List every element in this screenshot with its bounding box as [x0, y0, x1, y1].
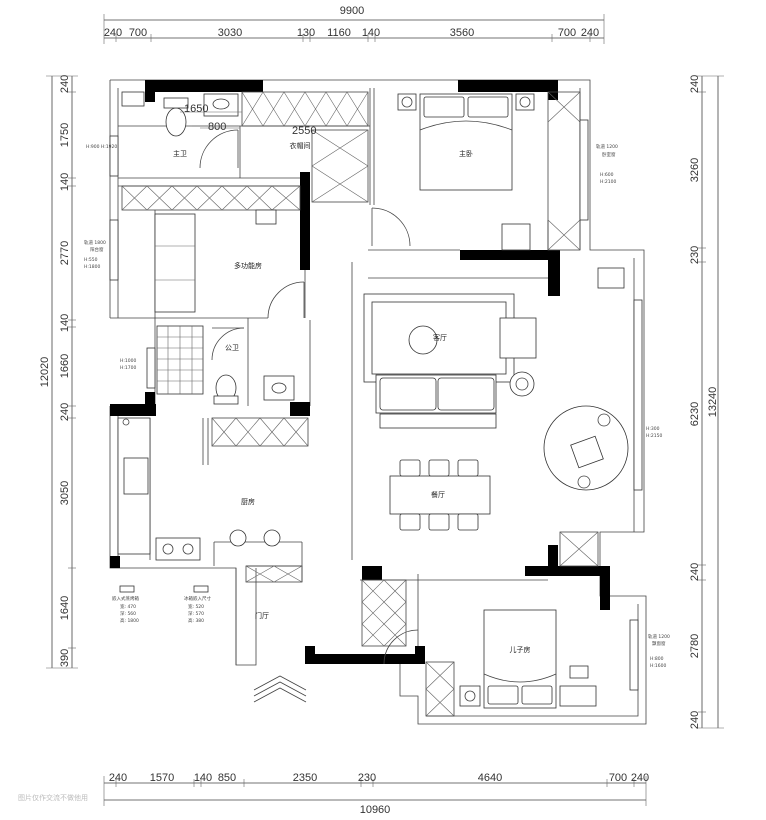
note-appl-2-title: 冰箱嵌入尺寸 — [184, 595, 211, 602]
multi-room-furniture — [109, 209, 277, 313]
left-seg-5: 140 — [59, 314, 71, 332]
watermark: 图片仅作交流不做他用 — [18, 793, 88, 802]
note-appl-1-b: 深: 560 — [120, 610, 136, 617]
room-label-foyer: 门厅 — [255, 611, 269, 620]
top-seg-7: 3560 — [450, 27, 474, 39]
bottom-seg-1: 240 — [109, 772, 127, 784]
public-bath-fixtures — [146, 325, 295, 405]
entrance-arrow-icon — [253, 675, 307, 703]
child-room-furniture — [459, 609, 639, 709]
structural-walls — [110, 80, 610, 664]
note-win-bath: H:900 H:1920 — [86, 144, 117, 150]
note-win-child-b: 飘窗窗 — [652, 640, 666, 647]
bottom-seg-8: 700 — [609, 772, 627, 784]
left-seg-6: 1660 — [59, 354, 71, 378]
left-seg-10: 390 — [59, 649, 71, 667]
left-total-label: 12020 — [39, 357, 51, 388]
right-seg-3: 230 — [689, 246, 701, 264]
room-label-living: 客厅 — [433, 333, 447, 342]
right-seg-2: 3260 — [689, 158, 701, 182]
master-bedroom-furniture — [397, 93, 589, 251]
note-win-multi-d: H:1800 — [84, 264, 100, 270]
wardrobe-cabinets — [121, 91, 599, 717]
top-seg-3: 3030 — [218, 27, 242, 39]
top-seg-5: 1160 — [327, 27, 351, 39]
right-seg-6: 2780 — [689, 634, 701, 658]
left-seg-4: 2770 — [59, 241, 71, 265]
note-win-child-a: 轨道 1200 — [648, 633, 670, 640]
left-seg-2: 1750 — [59, 123, 71, 147]
note-win-multi-c: H:550 — [84, 257, 98, 263]
bottom-seg-2: 1570 — [150, 772, 174, 784]
inner-dim-1650: 1650 — [184, 103, 208, 115]
room-label-master-bedroom: 主卧 — [459, 149, 473, 158]
note-appl-1-a: 宽: 470 — [120, 603, 136, 610]
right-seg-7: 240 — [689, 711, 701, 729]
left-seg-7: 240 — [59, 403, 71, 421]
master-bath-fixtures — [109, 91, 242, 177]
right-seg-5: 240 — [689, 563, 701, 581]
dining-furniture — [389, 459, 491, 531]
bottom-seg-4: 850 — [218, 772, 236, 784]
note-win-multi-a: 轨道 1800 — [84, 239, 106, 246]
inner-dimensions: 1650 800 2550 — [184, 103, 316, 137]
right-seg-1: 240 — [689, 75, 701, 93]
dimension-labels: 9900 240 700 3030 130 1160 140 3560 700 … — [39, 5, 719, 816]
left-seg-3: 140 — [59, 173, 71, 191]
bottom-seg-5: 2350 — [293, 772, 317, 784]
appliance-1-symbol — [119, 585, 135, 593]
annotations: H:900 H:1920 轨道 1200 卧室窗 H:600 H:2100 轨道… — [84, 143, 670, 669]
dimension-lines — [46, 14, 724, 806]
top-seg-9: 240 — [581, 27, 599, 39]
bottom-seg-7: 4640 — [478, 772, 502, 784]
note-win-master-a: 轨道 1200 — [596, 143, 618, 150]
left-seg-8: 3050 — [59, 481, 71, 505]
room-label-child-room: 儿子房 — [510, 645, 531, 654]
top-seg-1: 240 — [104, 27, 122, 39]
kitchen-fixtures — [117, 417, 201, 561]
room-label-master-bath: 主卫 — [173, 149, 187, 158]
room-label-public-bath: 公卫 — [225, 344, 239, 352]
bottom-seg-3: 140 — [194, 772, 212, 784]
top-seg-8: 700 — [558, 27, 576, 39]
note-win-pub-a: H:1000 — [120, 358, 136, 364]
note-win-master-d: H:2100 — [600, 179, 616, 185]
room-label-closet: 衣帽间 — [290, 141, 311, 150]
room-label-kitchen: 厨房 — [241, 497, 255, 506]
note-appl-2-c: 高: 380 — [188, 617, 204, 624]
right-total-label: 13240 — [707, 387, 719, 418]
room-label-multi-room: 多功能房 — [234, 261, 262, 270]
note-appl-2-a: 宽: 520 — [188, 603, 204, 610]
top-total-label: 9900 — [340, 5, 364, 17]
inner-dim-2550: 2550 — [292, 125, 316, 137]
appliance-2-symbol — [193, 585, 209, 593]
top-seg-4: 130 — [297, 27, 315, 39]
living-room-furniture — [363, 267, 643, 491]
note-appl-1-c: 高: 1800 — [120, 617, 139, 624]
left-seg-9: 1640 — [59, 596, 71, 620]
note-win-master-b: 卧室窗 — [602, 151, 616, 158]
room-label-dining: 餐厅 — [431, 490, 445, 499]
note-appl-2-b: 深: 570 — [188, 610, 204, 617]
top-seg-2: 700 — [129, 27, 147, 39]
bottom-total-label: 10960 — [360, 804, 391, 816]
note-appl-1-title: 嵌入式蒸烤箱 — [112, 595, 139, 602]
left-seg-1: 240 — [59, 75, 71, 93]
foyer-bar — [229, 529, 281, 547]
bottom-seg-9: 240 — [631, 772, 649, 784]
note-win-multi-b: 阳台窗 — [90, 246, 104, 253]
right-seg-4: 6230 — [689, 402, 701, 426]
note-win-living-a: H:300 — [646, 426, 660, 432]
note-win-master-c: H:600 — [600, 172, 614, 178]
room-labels: 主卫 衣帽间 主卧 多功能房 客厅 公卫 厨房 餐厅 门厅 儿子房 — [173, 141, 531, 654]
note-win-child-c: H:800 — [650, 656, 664, 662]
note-win-living-b: H:2150 — [646, 433, 662, 439]
top-seg-6: 140 — [362, 27, 380, 39]
bottom-seg-6: 230 — [358, 772, 376, 784]
inner-dim-800: 800 — [208, 121, 226, 133]
note-win-child-d: H:1600 — [650, 663, 666, 669]
note-win-pub-b: H:1700 — [120, 365, 136, 371]
